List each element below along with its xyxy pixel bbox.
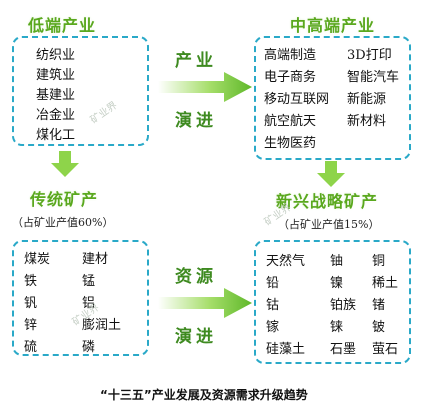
- traditional-minerals-box: 煤炭 铁 钒 锌 硫 建材 锰 铝 膨润土 磷: [12, 240, 149, 356]
- list-item: 铀: [330, 254, 344, 269]
- list-item: 冶金业: [36, 108, 76, 123]
- list-item: 航空航天: [264, 114, 317, 129]
- low-end-industry-box: 纺织业 建筑业 基建业 冶金业 煤化工: [12, 36, 149, 146]
- low-end-industry-title: 低端产业: [28, 16, 97, 35]
- list-item: 智能汽车: [347, 70, 400, 85]
- list-item: 3D打印: [347, 48, 392, 63]
- figure-caption: “十三五”产业发展及资源需求升级趋势: [100, 388, 308, 402]
- list-item: 石墨: [330, 342, 357, 357]
- list-item: 基建业: [36, 88, 76, 103]
- list-item: 新能源: [347, 92, 387, 107]
- list-item: 天然气: [266, 254, 306, 269]
- list-item: 磷: [82, 340, 96, 355]
- list-item: 铁: [24, 274, 38, 289]
- list-item: 煤炭: [24, 252, 51, 267]
- list-item: 纺织业: [36, 48, 76, 63]
- list-item: 钒: [24, 296, 38, 311]
- evolution-label: 演进: [175, 111, 217, 131]
- list-item: 移动互联网: [264, 92, 330, 107]
- right-arrow-icon: [158, 288, 252, 318]
- list-item: 建筑业: [36, 68, 76, 83]
- list-item: 铍: [372, 320, 386, 335]
- list-item: 电子商务: [264, 70, 317, 85]
- list-item: 铂族: [330, 298, 357, 313]
- list-item: 煤化工: [36, 128, 76, 143]
- list-item: 硫: [24, 340, 38, 355]
- strategic-minerals-subtitle: （占矿业产值15%）: [278, 218, 380, 231]
- list-item: 锌: [24, 318, 38, 333]
- list-item: 建材: [82, 252, 109, 267]
- list-item: 稀土: [372, 276, 399, 291]
- list-item: 镓: [266, 320, 280, 335]
- list-item: 膨润土: [82, 318, 122, 333]
- list-item: 铝: [82, 296, 96, 311]
- list-item: 生物医药: [264, 136, 317, 151]
- list-item: 萤石: [372, 342, 399, 357]
- list-item: 新材料: [347, 114, 387, 129]
- evolution-label: 演进: [175, 327, 217, 347]
- resource-label: 资源: [175, 267, 217, 287]
- list-item: 铜: [372, 254, 386, 269]
- industry-label: 产业: [175, 51, 217, 71]
- list-item: 镍: [330, 276, 344, 291]
- list-item: 高端制造: [264, 48, 317, 63]
- strategic-minerals-title: 新兴战略矿产: [276, 192, 379, 211]
- list-item: 铅: [266, 276, 280, 291]
- down-arrow-icon: [317, 161, 345, 187]
- mid-high-industry-box: 高端制造 电子商务 移动互联网 航空航天 生物医药 3D打印 智能汽车 新能源 …: [254, 36, 411, 160]
- list-item: 锗: [372, 298, 386, 313]
- down-arrow-icon: [51, 151, 79, 177]
- mid-high-industry-title: 中高端产业: [290, 16, 376, 35]
- list-item: 铼: [330, 320, 344, 335]
- list-item: 锰: [82, 274, 96, 289]
- right-arrow-icon: [158, 72, 252, 102]
- list-item: 硅藻土: [266, 342, 306, 357]
- list-item: 钴: [266, 298, 280, 313]
- traditional-minerals-title: 传统矿产: [30, 190, 99, 209]
- strategic-minerals-box: 天然气 铅 钴 镓 硅藻土 铀 镍 铂族 铼 石墨 铜 稀土 锗 铍 萤石: [254, 240, 411, 364]
- traditional-minerals-subtitle: （占矿业产值60%）: [12, 216, 114, 229]
